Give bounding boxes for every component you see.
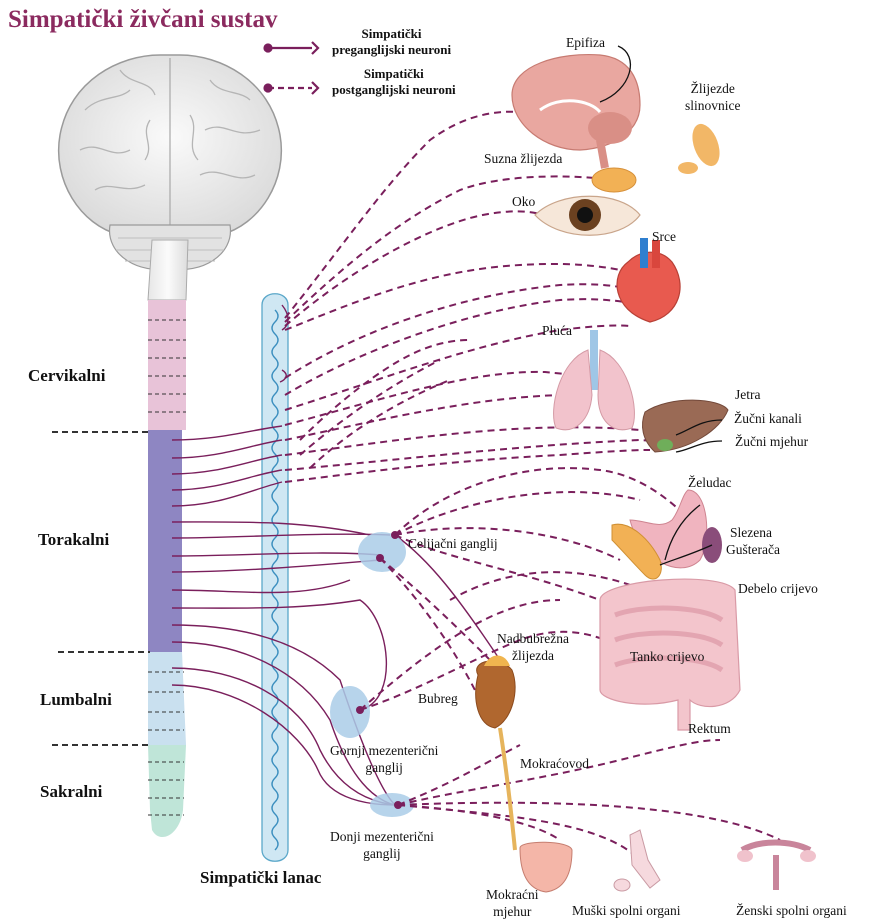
- superior-mesenteric-ganglion-label: Gornji mezenterični ganglij: [330, 742, 438, 776]
- sympathetic-chain-label: Simpatički lanac: [200, 868, 321, 888]
- epiphysis-label: Epifiza: [566, 34, 605, 51]
- liver-label: Jetra: [735, 386, 760, 403]
- gallbladder-label: Žučni mjehur: [735, 433, 808, 450]
- bladder-label: Mokraćni mjehur: [486, 886, 538, 920]
- ureter-label: Mokraćovod: [520, 755, 589, 772]
- heart-label: Srce: [652, 228, 676, 245]
- legend-preganglionic-label: Simpatički preganglijski neuroni: [332, 26, 451, 58]
- celiac-ganglion-label: Celijačni ganglij: [408, 535, 498, 552]
- small-intestine-label: Tanko crijevo: [630, 648, 704, 665]
- rectum-label: Rektum: [688, 720, 731, 737]
- kidney-label: Bubreg: [418, 690, 458, 707]
- region-sacral: Sakralni: [40, 782, 102, 802]
- spleen-label: Slezena: [730, 524, 772, 541]
- adrenal-gland-label: Nadbubrežna žlijezda: [497, 630, 569, 664]
- male-organs-label: Muški spolni organi: [572, 902, 681, 919]
- eye-label: Oko: [512, 193, 535, 210]
- lungs-label: Pluća: [542, 322, 572, 339]
- region-thoracic: Torakalni: [38, 530, 109, 550]
- stomach-label: Želudac: [688, 474, 731, 491]
- legend-postganglionic-label: Simpatički postganglijski neuroni: [332, 66, 456, 98]
- diagram-title: Simpatički živčani sustav: [8, 6, 277, 34]
- pancreas-label: Gušterača: [726, 541, 780, 558]
- inferior-mesenteric-ganglion-label: Donji mezenterični ganglij: [330, 828, 434, 862]
- female-organs-label: Ženski spolni organi: [736, 902, 847, 919]
- lacrimal-gland-label: Suzna žlijezda: [484, 150, 562, 167]
- region-cervical: Cervikalni: [28, 366, 105, 386]
- salivary-glands-label: Žlijezde slinovnice: [685, 80, 741, 114]
- region-lumbar: Lumbalni: [40, 690, 112, 710]
- legend-lines: [265, 42, 319, 94]
- brain: [59, 55, 282, 269]
- bile-ducts-label: Žučni kanali: [734, 410, 802, 427]
- large-intestine-label: Debelo crijevo: [738, 580, 818, 597]
